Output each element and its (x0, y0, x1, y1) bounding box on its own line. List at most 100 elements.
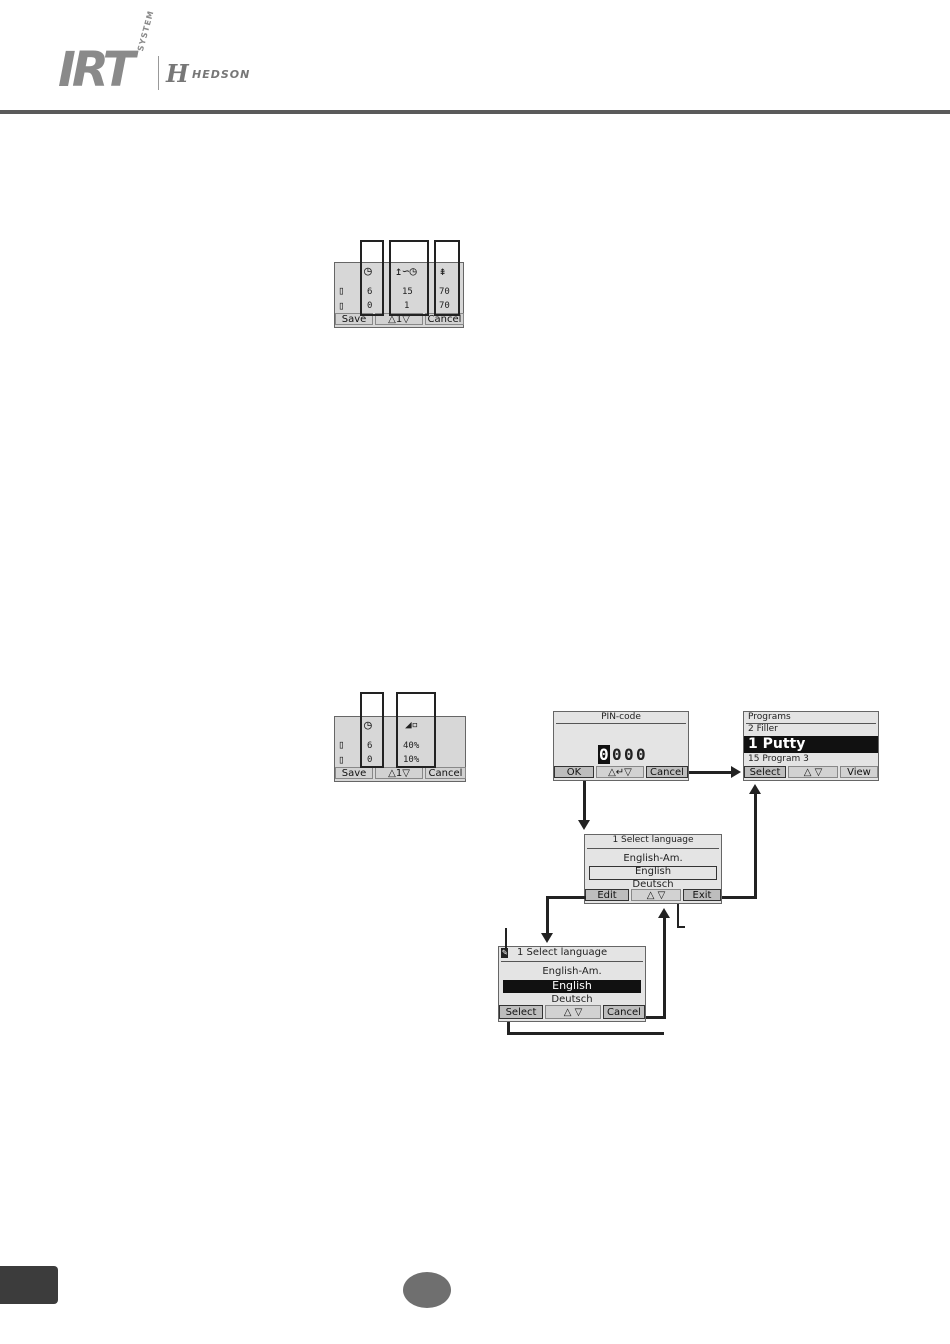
select-button[interactable]: Select (744, 766, 786, 778)
programs-title: Programs (748, 712, 791, 722)
select-language-screen: 1 Select language English-Am. English De… (584, 834, 722, 904)
value: 40% (403, 741, 420, 751)
language-option[interactable]: Deutsch (632, 879, 674, 890)
pin-digit-active[interactable]: 0 (598, 745, 610, 764)
save-button[interactable]: Save (335, 767, 373, 779)
nav-button[interactable]: △1▽ (375, 313, 423, 325)
flow-marker-line (677, 904, 679, 928)
program-item-label: 1 Putty (748, 736, 806, 752)
lamp-top-icon: ▯ (338, 284, 345, 297)
thermometer-icon: ⇞ (439, 264, 447, 278)
nav-enter-button[interactable]: △↵▽ (596, 766, 644, 778)
ramp-icon: ↥∽◷ (395, 264, 417, 278)
select-button[interactable]: Select (499, 1005, 543, 1019)
nav-button[interactable]: △ ▽ (788, 766, 838, 778)
flow-arrow-head (578, 820, 590, 830)
flow-arrow-line (507, 1022, 510, 1034)
language-option-label: English (634, 866, 672, 877)
flow-marker-line (505, 928, 507, 948)
highlight-box (360, 240, 384, 316)
header-rule (0, 110, 950, 114)
settings-screen-2: ▯ ▯ ◷ ◢▫ 6 40% 0 10% Save △1▽ Cancel (334, 716, 466, 782)
cancel-button[interactable]: Cancel (603, 1005, 645, 1019)
cancel-button[interactable]: Cancel (646, 766, 688, 778)
pin-digit[interactable]: 0 (624, 745, 634, 764)
nav-value: 1 (395, 314, 403, 325)
value: 70 (439, 287, 450, 297)
system-label: SYSTEM (136, 9, 156, 53)
nav-value: 1 (395, 768, 403, 779)
language-option[interactable]: Deutsch (551, 994, 593, 1005)
title-rule (556, 723, 686, 724)
nav-button[interactable]: △1▽ (375, 767, 423, 779)
nav-button[interactable]: △ ▽ (545, 1005, 601, 1019)
highlight-box (396, 692, 436, 768)
flow-arrow-head (541, 933, 553, 943)
irt-logo: IRT (58, 42, 135, 98)
settings-screen-1: ▯ ▯ ◷ ↥∽◷ ⇞ 6 15 70 0 1 70 Save △1▽ Canc… (334, 262, 464, 328)
ok-button[interactable]: OK (554, 766, 594, 778)
language-option[interactable]: English-Am. (623, 853, 683, 864)
view-button[interactable]: View (840, 766, 878, 778)
clock-icon: ◷ (364, 718, 372, 733)
flow-arrow-line (646, 1016, 666, 1019)
highlight-box (434, 240, 460, 316)
value: 70 (439, 301, 450, 311)
flow-arrow-line (546, 896, 549, 934)
flow-arrow-line (722, 896, 756, 899)
programs-screen: Programs 2 Filler 1 Putty 15 Program 3 S… (743, 711, 879, 781)
save-button[interactable]: Save (335, 313, 373, 325)
pin-code-screen: PIN-code 0 0 0 0 OK △↵▽ Cancel (553, 711, 689, 781)
clock-icon: ◷ (364, 264, 372, 279)
flow-arrow-line (507, 1032, 664, 1035)
flow-arrow-head (658, 908, 670, 918)
title-rule (587, 848, 719, 849)
value: 0 (367, 755, 373, 765)
language-option[interactable]: English-Am. (542, 966, 602, 977)
footer-page-marker (403, 1272, 451, 1308)
language-option-selected[interactable]: English (503, 979, 641, 993)
flow-marker-line (677, 926, 685, 928)
flow-arrow-line (546, 896, 586, 899)
language-title: 1 Select language (517, 947, 608, 958)
power-icon: ◢▫ (405, 718, 419, 731)
flow-arrow-line (689, 771, 731, 774)
lamp-bottom-icon: ▯ (338, 299, 345, 312)
value: 10% (403, 755, 420, 765)
select-language-edit-screen: ✎ 1 Select language English-Am. English … (498, 946, 646, 1022)
value: 6 (367, 287, 373, 297)
exit-button[interactable]: Exit (683, 889, 721, 901)
highlight-box (389, 240, 429, 316)
title-rule (501, 961, 643, 962)
flow-arrow-line (663, 918, 666, 1019)
pin-title: PIN-code (601, 712, 641, 722)
hedson-h-logo: H (166, 59, 189, 88)
nav-button[interactable]: △ ▽ (631, 889, 681, 901)
language-title: 1 Select language (612, 835, 694, 845)
language-option-selected[interactable]: English (589, 866, 717, 880)
footer-page-tab (0, 1266, 58, 1304)
flow-arrow-head (731, 766, 741, 778)
program-item-selected[interactable]: 1 Putty (744, 736, 878, 753)
value: 1 (404, 301, 410, 311)
pin-digit[interactable]: 0 (636, 745, 646, 764)
edit-mode-icon: ✎ (501, 948, 509, 958)
cancel-button[interactable]: Cancel (425, 767, 466, 779)
flow-arrow-head (749, 784, 761, 794)
highlight-box (360, 692, 384, 768)
logo-divider (158, 56, 159, 90)
flow-arrow-line (583, 781, 586, 821)
value: 15 (402, 287, 413, 297)
program-item[interactable]: 15 Program 3 (748, 754, 809, 764)
value: 0 (367, 301, 373, 311)
lamp-bottom-icon: ▯ (338, 753, 345, 766)
cancel-button[interactable]: Cancel (425, 313, 464, 325)
title-rule (746, 723, 876, 724)
pin-digit[interactable]: 0 (612, 745, 622, 764)
edit-button[interactable]: Edit (585, 889, 629, 901)
hedson-logo: HEDSON (192, 68, 251, 81)
language-option-label: English (552, 979, 592, 992)
value: 6 (367, 741, 373, 751)
flow-arrow-line (754, 793, 757, 899)
program-item[interactable]: 2 Filler (748, 724, 778, 734)
